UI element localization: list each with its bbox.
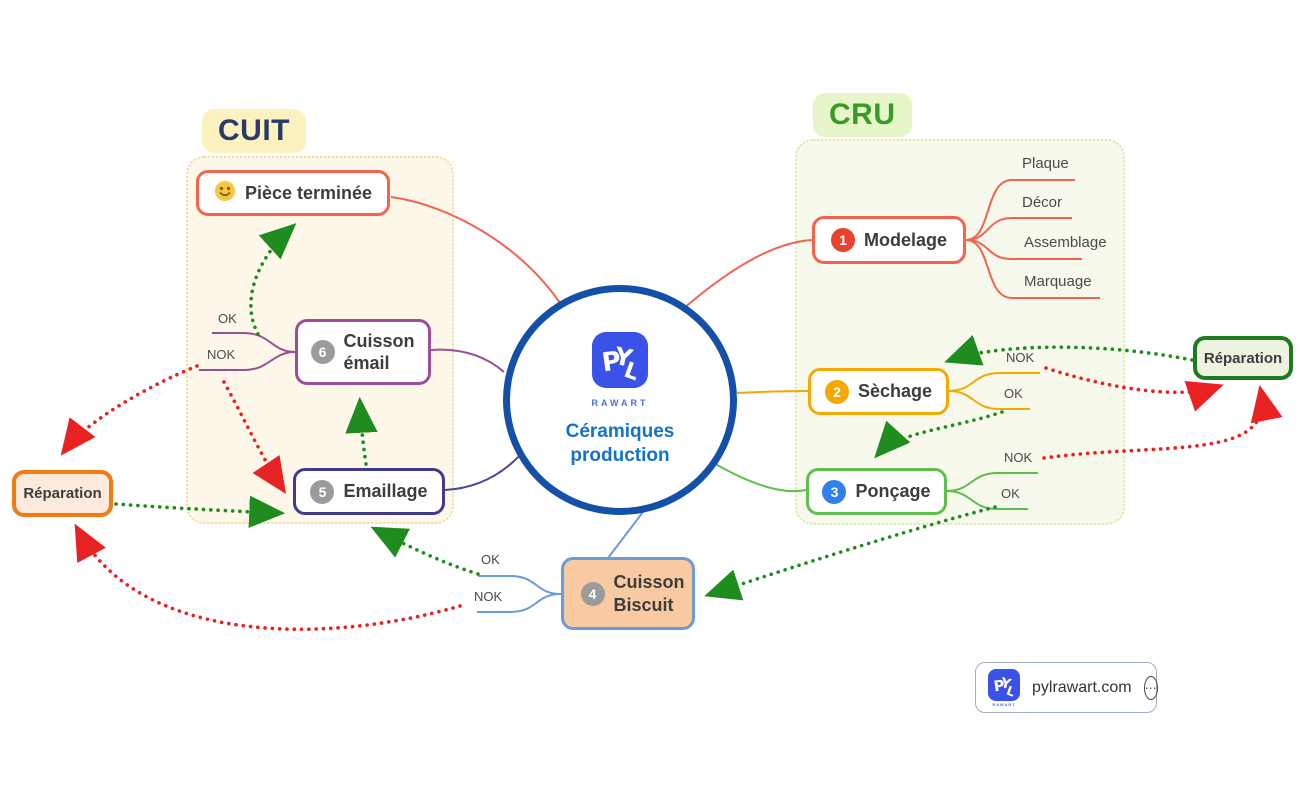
fork-biscuit-ok xyxy=(478,575,562,595)
step-badge: 4 xyxy=(580,581,605,606)
fork-modelage-marquage xyxy=(965,239,1100,299)
svg-text:P: P xyxy=(993,676,1006,695)
fork-sechage-nok xyxy=(947,372,1040,392)
fork-email-ok xyxy=(212,332,296,353)
step-badge: 5 xyxy=(310,479,335,504)
step-badge: 3 xyxy=(822,479,847,504)
child-assemblage[interactable]: Assemblage xyxy=(1024,234,1107,251)
node-label: Modelage xyxy=(863,229,947,250)
edge-email-center xyxy=(430,348,505,373)
node-label: Réparation xyxy=(23,485,102,502)
node-emaillage[interactable]: 5 Emaillage xyxy=(293,468,445,515)
fork-email-nok xyxy=(199,351,296,371)
node-piece-terminee[interactable]: Pièce terminée xyxy=(196,170,390,216)
node-label: Cuisson Biscuit xyxy=(613,572,685,615)
flow-email-nok-to-repleft xyxy=(60,364,199,456)
svg-text:Y: Y xyxy=(998,674,1013,692)
site-badge[interactable]: P Y L RAWART pylrawart.com ⋯ xyxy=(975,662,1158,713)
fork-sechage-ok xyxy=(947,390,1030,410)
ellipsis-icon[interactable]: ⋯ xyxy=(1143,675,1158,700)
pyl-logo-small-icon: P Y L RAWART xyxy=(988,668,1020,707)
fork-modelage-plaque xyxy=(965,179,1075,241)
pyl-logo-icon: P Y L xyxy=(592,332,648,393)
smiley-icon xyxy=(214,180,236,207)
child-marquage[interactable]: Marquage xyxy=(1024,273,1092,290)
step-badge: 2 xyxy=(824,379,849,404)
cuit-group-label: CUIT xyxy=(202,109,306,153)
flow-email-ok-to-piece xyxy=(249,223,297,336)
node-label: Ponçage xyxy=(855,481,931,501)
fork-poncage-nok xyxy=(945,472,1038,492)
flow-biscuit-ok-to-emaillage xyxy=(370,526,480,576)
label-poncage-nok: NOK xyxy=(1004,450,1033,465)
edge-center-biscuit xyxy=(607,511,644,559)
fork-biscuit-nok xyxy=(477,593,562,613)
label-sechage-ok: OK xyxy=(1004,386,1023,401)
node-reparation-left[interactable]: Réparation xyxy=(12,470,113,517)
site-url: pylrawart.com xyxy=(1032,678,1132,696)
svg-text:P: P xyxy=(600,346,623,378)
flow-repright-to-sechage xyxy=(944,335,1194,366)
flow-emaillage-to-email xyxy=(345,396,378,466)
cru-group-container xyxy=(795,139,1125,525)
child-plaque[interactable]: Plaque xyxy=(1022,155,1069,172)
flow-repleft-to-emaillage xyxy=(114,495,286,528)
node-label: Réparation xyxy=(1203,349,1283,367)
flow-poncage-nok-to-repright xyxy=(1042,384,1283,460)
edge-piece-center xyxy=(390,196,561,304)
label-sechage-nok: NOK xyxy=(1006,350,1035,365)
step-badge: 1 xyxy=(830,228,855,252)
label-email-nok: NOK xyxy=(207,347,236,362)
edge-emaillage-center xyxy=(444,451,524,491)
edge-center-sechage xyxy=(736,390,809,394)
label-poncage-ok: OK xyxy=(1001,486,1020,501)
central-node[interactable]: P Y L RAWART Céramiques production xyxy=(503,285,737,515)
child-decor[interactable]: Décor xyxy=(1022,194,1063,211)
label-biscuit-ok: OK xyxy=(481,552,500,567)
label-biscuit-nok: NOK xyxy=(474,589,503,604)
node-cuisson-biscuit[interactable]: 4 Cuisson Biscuit xyxy=(561,557,695,630)
node-label: Sèchage xyxy=(857,381,933,401)
edge-center-modelage xyxy=(682,239,813,310)
brand-text: RAWART xyxy=(591,398,649,409)
step-badge: 6 xyxy=(310,340,335,364)
fork-modelage-decor xyxy=(965,217,1072,241)
node-sechage[interactable]: 2 Sèchage xyxy=(808,368,949,415)
node-modelage[interactable]: 1 Modelage xyxy=(812,216,966,264)
node-label: Emaillage xyxy=(343,481,428,501)
brand-text-small: RAWART xyxy=(992,701,1016,707)
node-cuisson-email[interactable]: 6 Cuisson émail xyxy=(295,319,431,385)
flow-biscuit-nok-to-repleft xyxy=(74,523,462,632)
cru-group-label: CRU xyxy=(813,93,912,137)
node-poncage[interactable]: 3 Ponçage xyxy=(806,468,947,515)
node-reparation-right[interactable]: Réparation xyxy=(1193,336,1293,380)
label-email-ok: OK xyxy=(218,311,237,326)
flow-email-nok-to-emaillage xyxy=(222,380,286,494)
node-label: Pièce terminée xyxy=(244,182,373,203)
flow-sechage-nok-to-repright xyxy=(1044,366,1224,412)
node-label: Cuisson émail xyxy=(343,330,415,374)
central-title: Céramiques production xyxy=(565,421,675,466)
edge-center-poncage xyxy=(711,461,807,493)
flow-poncage-ok-to-biscuit xyxy=(704,505,997,601)
fork-poncage-ok xyxy=(945,490,1028,510)
flow-sechage-ok-to-poncage xyxy=(874,410,1004,459)
